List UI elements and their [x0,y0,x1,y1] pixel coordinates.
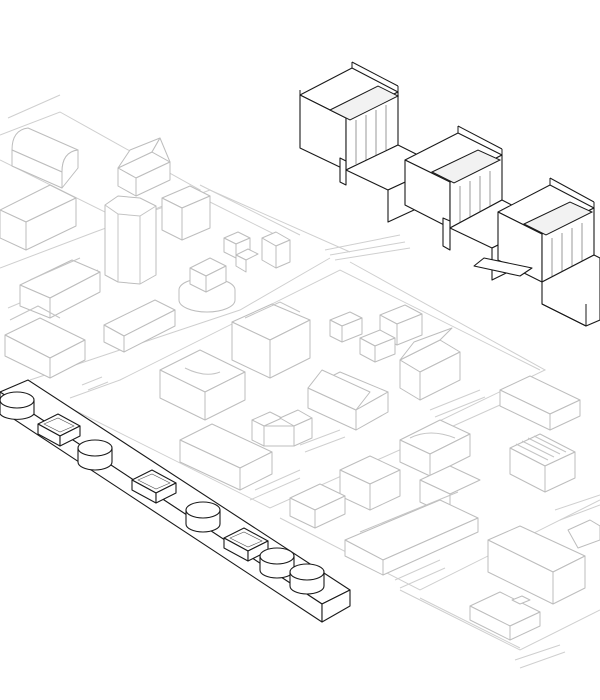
slab-building-left [0,184,77,251]
lower-right-buildings [469,519,600,641]
box-2 [131,469,177,504]
long-bar [179,423,273,491]
building-tail [541,254,600,327]
gable-house-2 [19,257,101,319]
long-gable-bar [344,491,479,576]
courtyard-house [4,305,86,379]
vault-building [11,127,79,189]
gable-house-4 [399,327,461,401]
tank-3 [185,501,221,533]
cube-building-1 [161,185,211,241]
box-3 [223,527,269,562]
stepped-blocks [223,231,291,273]
urban-context [0,94,600,669]
cube-cluster [329,304,423,363]
tank-5 [289,563,325,595]
tank-4 [259,547,295,579]
tank-bar [0,379,351,623]
box-1 [37,413,81,447]
gable-house-3 [307,369,389,431]
stepped-building-right [499,375,581,493]
u-building [159,349,246,421]
tank-1 [0,391,35,420]
building-module-2 [404,125,503,251]
central-block [231,301,311,379]
rotunda [178,257,236,313]
highlighted-building [299,61,600,327]
cross-block [251,409,313,447]
tower [104,195,157,285]
low-slab [103,299,176,353]
gable-house-1 [117,137,171,197]
tank-2 [77,439,113,471]
building-module-1 [299,61,400,186]
